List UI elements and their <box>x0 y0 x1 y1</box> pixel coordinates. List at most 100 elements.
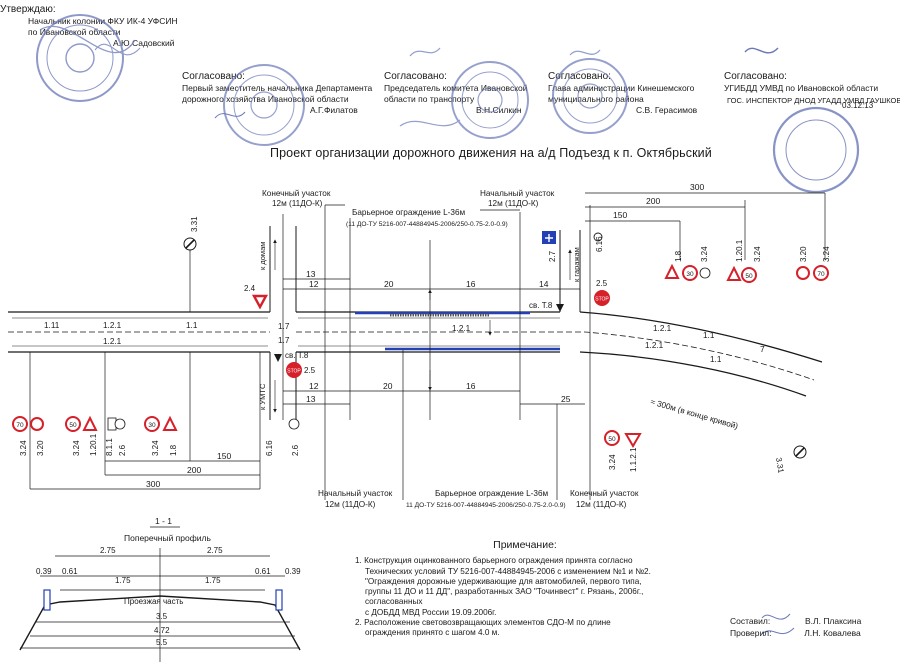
dim-150-bottom: 150 <box>217 451 231 461</box>
sign-label: 2.5 <box>596 279 608 288</box>
stamp-colony <box>36 14 141 102</box>
sign-label: 3.31 <box>774 457 786 474</box>
sign-label: 6.16 <box>595 236 604 252</box>
signature-marks <box>214 111 795 635</box>
dim-200-bottom: 200 <box>187 465 201 475</box>
sign-label: 2.6 <box>118 444 127 456</box>
signature-composed-name: В.Л. Плаксина <box>804 616 862 626</box>
dim-7: 7 <box>760 344 765 354</box>
barrier-bottom-spec: 11 ДО-ТУ 5216-007-44884945-2006/250-0.75… <box>406 502 566 509</box>
sign-8-1-1: 8.1.1 2.6 <box>105 417 127 456</box>
sign-2-4: 2.4 <box>244 284 269 310</box>
curve-radius: ≈ 300м (в конце кривой) <box>649 397 739 431</box>
profile-section-label: 1 - 1 <box>155 516 172 526</box>
sign-speed-50-top: 50 3.24 <box>741 246 762 283</box>
note-1-line5: с ДОБДД МВД России 19.09.2006г. <box>365 607 497 617</box>
dim-300-bottom: 300 <box>146 479 160 489</box>
stamp-transport-committee <box>399 47 529 139</box>
barrier-bottom: Барьерное ограждение L-36м <box>435 489 549 498</box>
dim-20-top: 20 <box>384 279 394 289</box>
barrier-top-spec: (11 ДО-ТУ 5216-007-44884945-2006/250-0.7… <box>346 221 508 228</box>
marking-1-7-b: 1.7 <box>278 336 290 345</box>
agreement-heading: Согласовано: <box>384 71 447 82</box>
marking-1-2-1-d: 1.2.1 <box>653 324 672 333</box>
note-1-line4: группы 11 ДО и 11 ДД", разработанных ЗАО… <box>365 587 644 607</box>
sign-label: 2.7 <box>548 250 557 262</box>
direction-to-houses: к домам <box>258 242 267 270</box>
sign-label: св. Т.8 <box>529 301 553 310</box>
dim-25: 25 <box>561 394 571 404</box>
dim-150-top: 150 <box>613 210 627 220</box>
sign-3-31-top: 3.31 <box>183 216 199 252</box>
sign-label: 8.1.1 <box>105 438 114 456</box>
sign-label: 2.4 <box>244 284 256 293</box>
sign-value: 70 <box>817 271 825 278</box>
profile-dim-1-75-left: 1.75 <box>115 576 131 585</box>
dim-300-top: 300 <box>690 182 704 192</box>
sign-value: 50 <box>608 436 616 443</box>
end-section-bottom: Конечный участок <box>570 489 639 498</box>
profile-dim-3-5: 3.5 <box>156 612 168 621</box>
sign-label: 3.24 <box>19 440 28 456</box>
agreement-line1: Глава администрации Кинешемского <box>548 83 695 93</box>
approval-heading: Утверждаю: <box>0 4 56 15</box>
agreement-name: А.Г.Филатов <box>310 105 358 115</box>
sign-speed-30-bottom: 30 3.24 1.8 <box>144 415 178 456</box>
sign-label: 2.5 <box>304 366 316 375</box>
start-section-top: Начальный участок <box>480 189 555 198</box>
signature-checked-label: Проверил: <box>730 628 772 638</box>
agreement-block-2: Согласовано: Председатель комитета Ивано… <box>384 70 528 116</box>
sign-label: 3.24 <box>700 246 709 262</box>
agreement-heading: Согласовано: <box>724 71 787 82</box>
sign-2-5-top: STOP 2.5 <box>594 279 610 306</box>
sign-value: 50 <box>69 422 77 429</box>
dim-16-bottom: 16 <box>466 381 476 391</box>
agreement-line1: УГИБДД УМВД по Ивановской области <box>724 83 879 93</box>
sign-label: 3.24 <box>822 246 831 262</box>
marking-1-1-b: 1.1 <box>703 331 715 340</box>
agreement-block-1: Согласовано: Первый заместитель начальни… <box>182 70 372 116</box>
agreement-block-3: Согласовано: Глава администрации Кинешем… <box>548 70 697 116</box>
note-1: 1. Конструкция оцинкованного барьерного … <box>355 556 633 566</box>
approval-line2: по Ивановской области <box>28 27 121 37</box>
sign-label: 1.1.2.1 <box>629 447 638 472</box>
note-1-line2: Технических условий ТУ 5216-007-44884945… <box>365 566 651 576</box>
dim-12-top: 12 <box>309 279 319 289</box>
sign-value: 70 <box>16 422 24 429</box>
sign-label: 2.6 <box>291 444 300 456</box>
marking-1-1-a: 1.1 <box>186 321 198 330</box>
sign-speed-30-top: 30 3.24 <box>682 246 711 281</box>
marking-1-1-c: 1.1 <box>710 355 722 364</box>
dim-200-top: 200 <box>646 196 660 206</box>
agreement-block-4: Согласовано: УГИБДД УМВД по Ивановской о… <box>724 70 878 94</box>
note-1-line3: "Ограждения дорожные удерживающие для ав… <box>365 576 642 586</box>
marking-1-2-1-c: 1.2.1 <box>452 324 471 333</box>
dim-16-top: 16 <box>466 279 476 289</box>
sign-speed-70-top: 70 3.24 <box>813 246 831 281</box>
cross-section-profile: 1 - 1 Поперечный профиль 2.75 2.75 0.39 … <box>19 516 301 662</box>
profile-dim-5-5: 5.5 <box>156 638 168 647</box>
agreement-line2: области по транспорту <box>384 94 475 104</box>
note-2-line2: ограждения принято с шагом 4.0 м. <box>365 628 500 638</box>
signature-checked: Проверил: Л.Н. Ковалева <box>730 628 861 638</box>
stamp-district-admin <box>552 49 628 134</box>
stop-text: STOP <box>595 297 609 303</box>
profile-dim-1-75-right: 1.75 <box>205 576 221 585</box>
stop-text: STOP <box>287 369 301 375</box>
sign-3-31-bottom: 3.31 <box>774 445 807 474</box>
dim-12-bottom: 12 <box>309 381 319 391</box>
end-section-top: Конечный участок <box>262 189 331 198</box>
end-section-bottom-length: 12м (11ДО-К) <box>576 500 627 509</box>
sign-label: св. Т.8 <box>285 351 309 360</box>
start-section-top-length: 12м (11ДО-К) <box>488 199 539 208</box>
sign-label: 3.20 <box>36 440 45 456</box>
page-title: Проект организации дорожного движения на… <box>270 146 712 160</box>
sign-6-16-bottom: 6.16 2.6 <box>265 418 300 456</box>
profile-dim-0-39-left: 0.39 <box>36 567 52 576</box>
note-2: 2. Расположение световозвращающих элемен… <box>355 618 611 628</box>
stamp-text: ГОС. ИНСПЕКТОР ДНОД УГАДД УМВД ГАУШКОВ А… <box>727 96 900 105</box>
sign-speed-70-bottom: 70 3.24 3.20 <box>12 416 45 456</box>
notes-block: Примечание: 1. Конструкция оцинкованного… <box>355 540 695 639</box>
dim-13-top: 13 <box>306 269 316 279</box>
start-section-bottom: Начальный участок <box>318 489 393 498</box>
